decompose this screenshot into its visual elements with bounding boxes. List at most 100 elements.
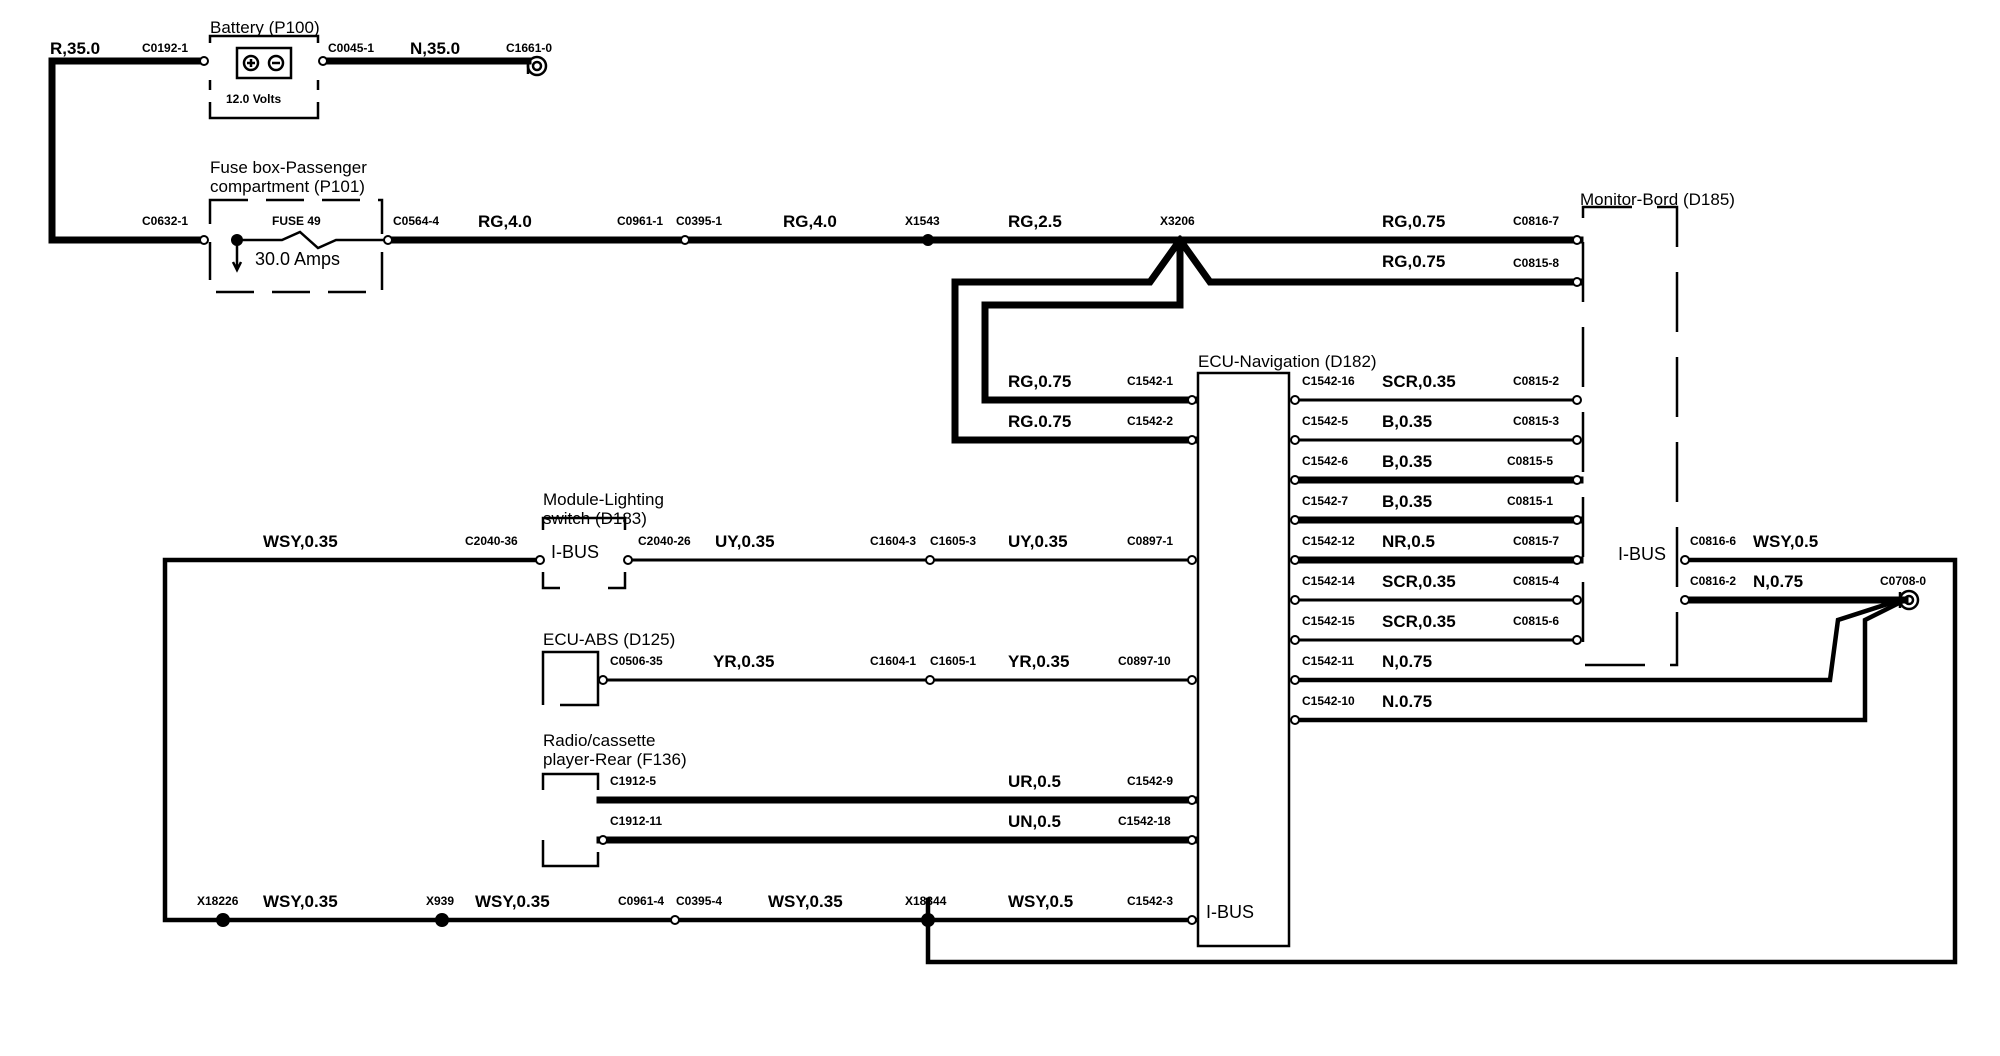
svg-text:C0395-1: C0395-1 — [676, 214, 722, 228]
svg-text:RG,2.5: RG,2.5 — [1008, 212, 1062, 231]
svg-text:C0961-4: C0961-4 — [618, 894, 664, 908]
svg-text:NR,0.5: NR,0.5 — [1382, 532, 1435, 551]
svg-text:C1542-14: C1542-14 — [1302, 574, 1355, 588]
svg-text:C1604-3: C1604-3 — [870, 534, 916, 548]
svg-text:C0816-2: C0816-2 — [1690, 574, 1736, 588]
svg-text:B,0.35: B,0.35 — [1382, 452, 1432, 471]
svg-text:C1542-10: C1542-10 — [1302, 694, 1355, 708]
svg-text:C1604-1: C1604-1 — [870, 654, 916, 668]
svg-text:N,0.75: N,0.75 — [1753, 572, 1803, 591]
svg-text:C1542-6: C1542-6 — [1302, 454, 1348, 468]
radio-outline — [541, 772, 600, 868]
wire-rg075-ecu1 — [981, 236, 1199, 404]
monitor-ibus: I-BUS — [1618, 544, 1666, 564]
svg-text:RG,0.75: RG,0.75 — [1008, 372, 1071, 391]
svg-text:C0815-2: C0815-2 — [1513, 374, 1559, 388]
svg-text:C1542-15: C1542-15 — [1302, 614, 1355, 628]
svg-text:YR,0.35: YR,0.35 — [713, 652, 774, 671]
svg-text:C0897-1: C0897-1 — [1127, 534, 1173, 548]
splice-x18344 — [921, 913, 935, 927]
svg-text:N,0.75: N,0.75 — [1382, 652, 1432, 671]
svg-text:C2040-36: C2040-36 — [465, 534, 518, 548]
svg-text:UR,0.5: UR,0.5 — [1008, 772, 1061, 791]
svg-text:WSY,0.35: WSY,0.35 — [263, 532, 338, 551]
fuse-box-name-1: Fuse box-Passenger — [210, 158, 367, 177]
svg-text:SCR,0.35: SCR,0.35 — [1382, 372, 1456, 391]
ground-c1661-icon — [526, 55, 548, 77]
svg-text:C0816-7: C0816-7 — [1513, 214, 1559, 228]
svg-text:C0708-0: C0708-0 — [1880, 574, 1926, 588]
svg-text:N.0.75: N.0.75 — [1382, 692, 1432, 711]
svg-text:C1542-9: C1542-9 — [1127, 774, 1173, 788]
module-lighting-name-2: switch (D183) — [543, 509, 647, 528]
svg-text:C0815-5: C0815-5 — [1507, 454, 1553, 468]
svg-text:WSY,0.5: WSY,0.5 — [1753, 532, 1818, 551]
svg-text:C0815-4: C0815-4 — [1513, 574, 1559, 588]
monitor-outline — [1581, 205, 1679, 667]
fuse-rating: 30.0 Amps — [255, 249, 340, 269]
ecu-navigation-box — [1196, 371, 1291, 948]
svg-text:C0192-1: C0192-1 — [142, 41, 188, 55]
svg-text:C1605-3: C1605-3 — [930, 534, 976, 548]
svg-text:C0961-1: C0961-1 — [617, 214, 663, 228]
fuse-box-outline — [208, 198, 384, 294]
battery-name: Battery (P100) — [210, 18, 320, 37]
svg-text:C0816-6: C0816-6 — [1690, 534, 1736, 548]
svg-text:RG,0.75: RG,0.75 — [1382, 212, 1445, 231]
svg-text:UY,0.35: UY,0.35 — [715, 532, 775, 551]
battery-outline — [208, 34, 320, 120]
svg-text:RG,4.0: RG,4.0 — [783, 212, 837, 231]
wire-r35 — [48, 57, 204, 244]
radio-name-1: Radio/cassette — [543, 731, 655, 750]
splice-x18226 — [216, 913, 230, 927]
svg-text:SCR,0.35: SCR,0.35 — [1382, 572, 1456, 591]
splice-x1543 — [922, 234, 934, 246]
svg-text:C1542-11: C1542-11 — [1302, 654, 1354, 668]
wire-wsy05-mon — [925, 557, 1958, 965]
svg-text:UY,0.35: UY,0.35 — [1008, 532, 1068, 551]
junctions — [216, 234, 935, 927]
svg-text:C1912-5: C1912-5 — [610, 774, 656, 788]
wire-rg075-monitor — [1175, 235, 1584, 286]
radio-name-2: player-Rear (F136) — [543, 750, 687, 769]
svg-text:C0506-35: C0506-35 — [610, 654, 663, 668]
module-lighting-outline — [541, 516, 627, 590]
svg-text:RG,0.75: RG,0.75 — [1382, 252, 1445, 271]
svg-text:C1542-12: C1542-12 — [1302, 534, 1355, 548]
svg-text:C1542-18: C1542-18 — [1118, 814, 1171, 828]
svg-text:C0815-6: C0815-6 — [1513, 614, 1559, 628]
svg-text:X1543: X1543 — [905, 214, 940, 228]
pins — [199, 55, 1920, 925]
svg-text:C1912-11: C1912-11 — [610, 814, 662, 828]
svg-text:C1542-5: C1542-5 — [1302, 414, 1348, 428]
splice-x939 — [435, 913, 449, 927]
svg-text:X18344: X18344 — [905, 894, 947, 908]
svg-text:RG,4.0: RG,4.0 — [478, 212, 532, 231]
module-lighting-name-1: Module-Lighting — [543, 490, 664, 509]
module-lighting-ibus: I-BUS — [551, 542, 599, 562]
svg-text:C0564-4: C0564-4 — [393, 214, 439, 228]
svg-text:C1542-3: C1542-3 — [1127, 894, 1173, 908]
svg-text:C1542-7: C1542-7 — [1302, 494, 1348, 508]
svg-text:C2040-26: C2040-26 — [638, 534, 691, 548]
components — [208, 34, 1679, 948]
wire-n075-11 — [1295, 597, 1903, 683]
battery-rating: 12.0 Volts — [226, 92, 281, 106]
svg-text:C0045-1: C0045-1 — [328, 41, 374, 55]
svg-text:C0632-1: C0632-1 — [142, 214, 188, 228]
svg-text:X3206: X3206 — [1160, 214, 1195, 228]
svg-text:C0815-8: C0815-8 — [1513, 256, 1559, 270]
svg-text:UN,0.5: UN,0.5 — [1008, 812, 1061, 831]
svg-text:C0897-10: C0897-10 — [1118, 654, 1171, 668]
svg-text:WSY,0.5: WSY,0.5 — [1008, 892, 1073, 911]
svg-text:RG.0.75: RG.0.75 — [1008, 412, 1071, 431]
svg-text:C0395-4: C0395-4 — [676, 894, 722, 908]
svg-text:C1605-1: C1605-1 — [930, 654, 976, 668]
battery-negative-icon — [267, 54, 285, 72]
battery-positive-icon — [242, 54, 260, 72]
battery-cell-box — [235, 46, 293, 80]
fuse-box-name-2: compartment (P101) — [210, 177, 365, 196]
svg-text:C0815-1: C0815-1 — [1507, 494, 1553, 508]
svg-text:X18226: X18226 — [197, 894, 239, 908]
